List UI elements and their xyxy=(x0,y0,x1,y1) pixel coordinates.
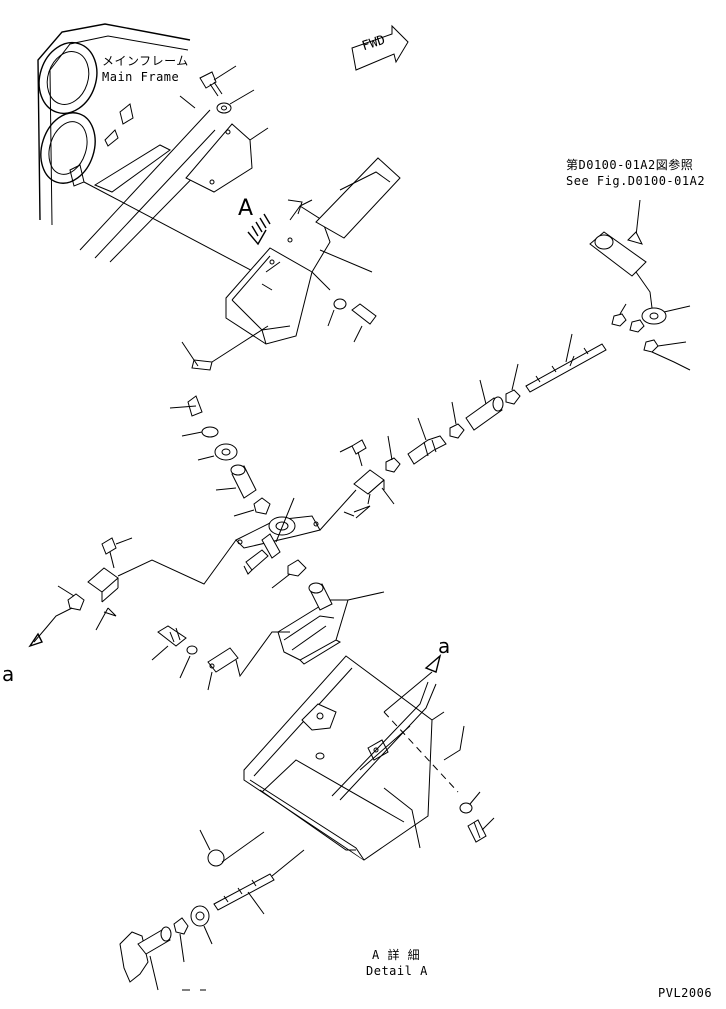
see-fig-label-jp: 第D0100-01A2図参照 xyxy=(566,158,694,172)
arrow-a-label-left: a xyxy=(2,662,15,686)
nut-mid-a xyxy=(506,364,520,404)
rod-link-right xyxy=(320,490,356,530)
lower-washer xyxy=(460,792,480,813)
lower-spacer xyxy=(191,906,212,944)
clevis-pin-right xyxy=(340,440,366,466)
crank-pin xyxy=(244,550,268,574)
bolt-left-upper xyxy=(170,396,202,416)
sleeve-tube xyxy=(466,380,503,430)
nut-crank-upper xyxy=(234,498,270,516)
main-frame-outline xyxy=(38,24,220,262)
arrow-a-label-right: a xyxy=(438,634,451,658)
bracket-plate xyxy=(186,124,268,192)
lower-threaded-rod xyxy=(214,850,304,914)
fwd-arrow-icon xyxy=(352,26,408,70)
rod-end-eye xyxy=(642,306,690,324)
clevis-left xyxy=(88,568,118,602)
washer-top xyxy=(217,90,254,113)
lower-nut xyxy=(174,918,188,962)
frame-hole-lower xyxy=(32,106,104,191)
cable-end-fitting xyxy=(590,200,652,308)
main-frame-label-jp: メインフレーム xyxy=(102,54,189,68)
nut-right-b xyxy=(630,320,690,370)
view-a-arrow-icon xyxy=(248,214,270,244)
upper-box-washer xyxy=(328,299,346,326)
bolt-mid-left xyxy=(152,626,186,660)
nut-crank-lower xyxy=(272,560,306,588)
bushing xyxy=(216,465,256,498)
upper-pedal-box xyxy=(226,158,400,344)
bell-crank xyxy=(236,498,320,558)
cotter-pin-left xyxy=(96,608,116,630)
stud-bolt xyxy=(408,418,446,464)
upper-box-tag xyxy=(182,326,268,370)
lower-bolt xyxy=(468,818,494,842)
frame-hole-upper xyxy=(30,35,106,121)
lower-leader-right xyxy=(444,726,464,760)
lower-hidden-line xyxy=(384,712,458,792)
lower-box-bracket xyxy=(302,704,388,760)
rubber-stop xyxy=(200,830,264,866)
nut-left-stud xyxy=(386,436,400,472)
pedal-knob xyxy=(120,927,171,990)
view-a-label: A xyxy=(238,196,254,221)
see-fig-label-en: See Fig.D0100-01A2 xyxy=(566,174,706,188)
reference-line xyxy=(84,182,262,276)
main-frame-label-en: Main Frame xyxy=(102,70,180,84)
cotter-pin-right xyxy=(344,506,370,518)
threaded-rod-right xyxy=(526,334,606,392)
cable-left xyxy=(30,608,72,646)
mid-link-line xyxy=(236,632,290,676)
clevis-pin-left xyxy=(102,538,132,568)
snap-ring xyxy=(182,427,218,437)
lower-box xyxy=(244,656,444,860)
bolt-top xyxy=(200,66,236,96)
lower-cable-guide xyxy=(332,656,440,800)
washer-mid xyxy=(180,646,197,678)
nut-right-a xyxy=(612,304,626,326)
rod-link-left xyxy=(118,540,236,584)
clevis-right xyxy=(354,470,394,504)
detail-a-label-en: Detail A xyxy=(366,964,428,978)
drawing-code: PVL2006 xyxy=(658,986,713,1000)
nut-mid-b xyxy=(450,402,464,438)
clip-mid xyxy=(208,648,238,690)
detail-a-label-jp: A 詳 細 xyxy=(372,948,421,962)
mid-bracket-boss xyxy=(309,583,332,610)
upper-box-bolt xyxy=(352,304,376,342)
nut-left xyxy=(58,586,84,610)
washer-left xyxy=(198,444,237,460)
